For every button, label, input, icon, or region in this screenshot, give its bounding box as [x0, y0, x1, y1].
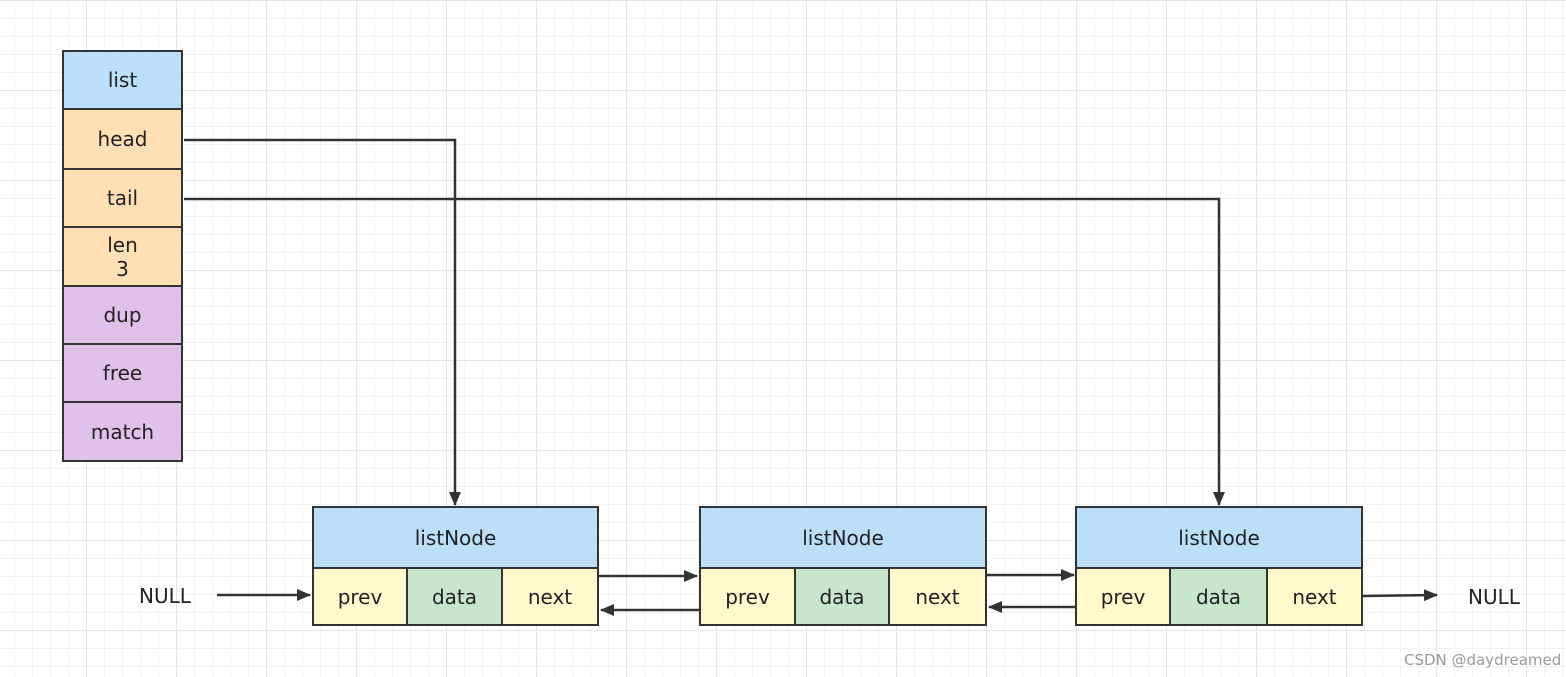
list-field-len: len 3	[62, 226, 183, 287]
list-field-free: free	[62, 343, 183, 403]
node-next-field: next	[1266, 567, 1363, 626]
node-prev-field: prev	[312, 567, 408, 626]
node-title: listNode	[699, 506, 987, 569]
tail-pointer-arrow	[184, 197, 1225, 506]
head-pointer-arrow	[184, 138, 461, 506]
null-right-label: NULL	[1468, 585, 1520, 609]
list-title-cell: list	[62, 50, 183, 110]
list-field-dup: dup	[62, 285, 183, 345]
list-field-tail: tail	[62, 168, 183, 228]
null-left-label: NULL	[139, 584, 191, 608]
node-prev-field: prev	[1075, 567, 1171, 626]
node-prev-field: prev	[699, 567, 796, 626]
list-field-head: head	[62, 108, 183, 170]
node-next-field: next	[501, 567, 599, 626]
node-data-field: data	[1169, 567, 1268, 626]
node-data-field: data	[794, 567, 890, 626]
node-data-field: data	[406, 567, 503, 626]
node3-next-to-null-arrow	[1361, 589, 1438, 602]
node-title: listNode	[1075, 506, 1363, 569]
node-title: listNode	[312, 506, 599, 569]
list-field-match: match	[62, 401, 183, 462]
watermark: CSDN @daydreamed	[1404, 651, 1562, 669]
node-next-field: next	[888, 567, 987, 626]
